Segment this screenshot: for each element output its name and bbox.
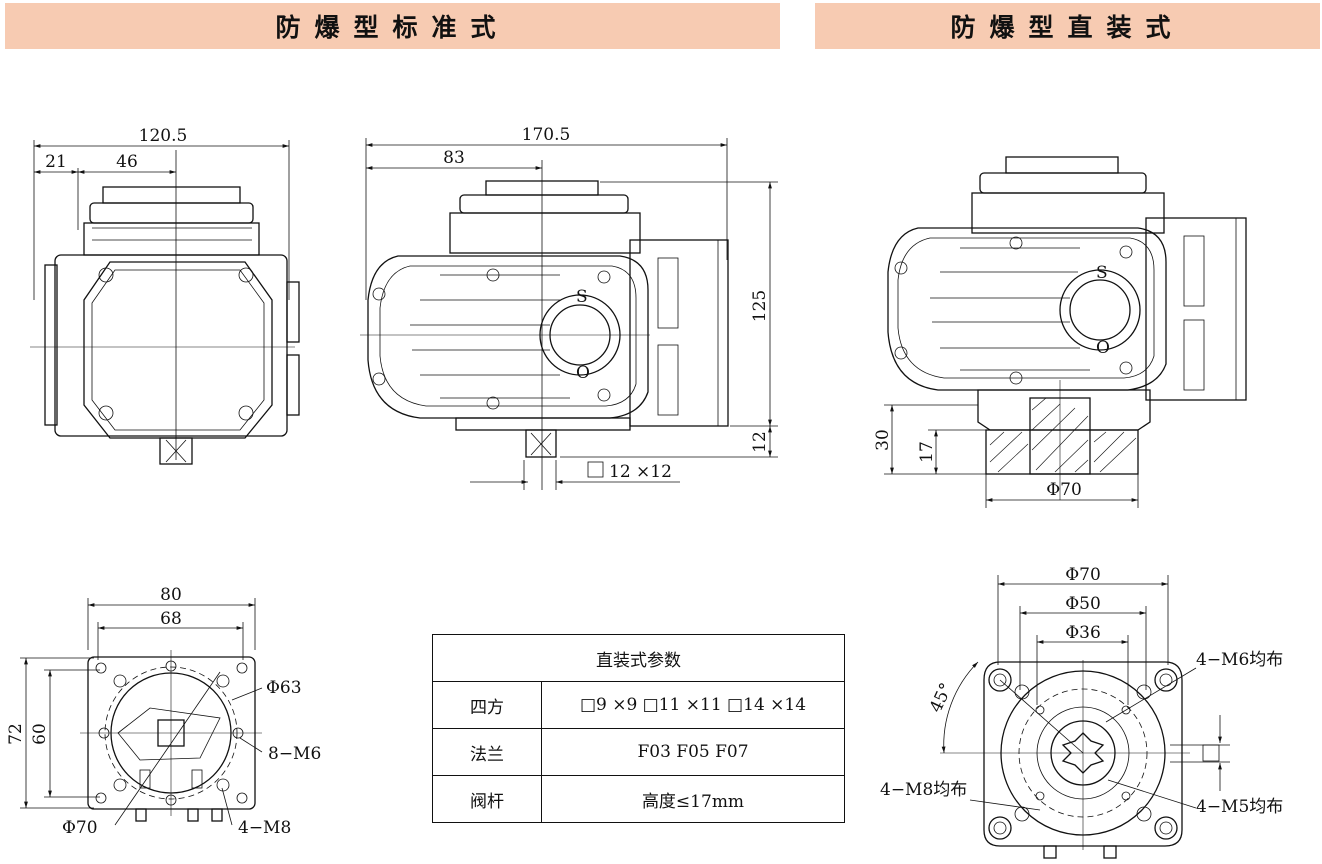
dial-open-mark: S (1096, 263, 1108, 283)
dim-square: 12 ×12 (609, 462, 672, 482)
dim-offset: 83 (443, 148, 465, 168)
table-cell-key: 四方 (432, 681, 542, 729)
dim-w80: 80 (160, 585, 182, 605)
side-view: 170.5 83 125 12 12 ×12 S O (360, 125, 778, 490)
callout-m8: 4−M8均布 (880, 780, 967, 800)
dim-dia: Φ70 (1046, 480, 1082, 500)
dial-open-mark: S (576, 287, 588, 307)
dim-overall: 170.5 (522, 125, 571, 145)
dim-d70: Φ70 (1065, 565, 1101, 585)
dim-w68: 68 (160, 609, 182, 629)
dim-d36: Φ36 (1065, 623, 1101, 643)
dim-offset2: 46 (116, 152, 138, 172)
callout-m6: 4−M6均布 (1196, 650, 1283, 670)
callout-d70: Φ70 (62, 818, 98, 838)
params-table: 直装式参数 四方 □9 ×9 □11 ×11 □14 ×14 法兰 F03 F0… (432, 634, 845, 823)
banner-direct: 防爆型直装式 (815, 3, 1320, 49)
flange-standard-view: 80 68 72 60 Φ63 8−M6 Φ70 (6, 585, 321, 838)
table-cell-value: 高度≤17mm (541, 775, 845, 823)
dim-shaft: 12 (750, 431, 770, 453)
table-cell-key: 法兰 (432, 728, 542, 776)
dim-height: 125 (750, 290, 770, 322)
table-row: 阀杆 高度≤17mm (432, 775, 845, 823)
table-cell-value: F03 F05 F07 (541, 728, 845, 776)
callout-m6: 8−M6 (268, 744, 321, 764)
direct-side-view: S O 30 17 Φ70 (873, 156, 1247, 508)
callout-d63: Φ63 (266, 678, 302, 698)
table-cell-key: 阀杆 (432, 775, 542, 823)
dim-h30: 30 (873, 429, 893, 451)
dim-h60: 60 (30, 723, 50, 745)
dial-close-mark: O (576, 363, 590, 383)
dim-d50: Φ50 (1065, 594, 1101, 614)
dim-h17: 17 (917, 441, 937, 463)
table-cell-value: □9 ×9 □11 ×11 □14 ×14 (541, 681, 845, 729)
table-row: 四方 □9 ×9 □11 ×11 □14 ×14 (432, 681, 845, 729)
dim-h72: 72 (6, 723, 26, 745)
callout-m8: 4−M8 (238, 818, 291, 838)
banner-standard: 防爆型标准式 (5, 3, 780, 49)
dim-angle: 45° (926, 680, 957, 716)
params-table-title: 直装式参数 (432, 634, 845, 682)
callout-m5: 4−M5均布 (1196, 797, 1283, 817)
table-row: 法兰 F03 F05 F07 (432, 728, 845, 776)
dim-overall: 120.5 (139, 126, 188, 146)
flange-direct-view: Φ70 Φ50 Φ36 45° (880, 565, 1283, 859)
front-view: 120.5 21 46 (30, 126, 300, 465)
dim-offset1: 21 (45, 152, 67, 172)
dial-close-mark: O (1096, 338, 1110, 358)
